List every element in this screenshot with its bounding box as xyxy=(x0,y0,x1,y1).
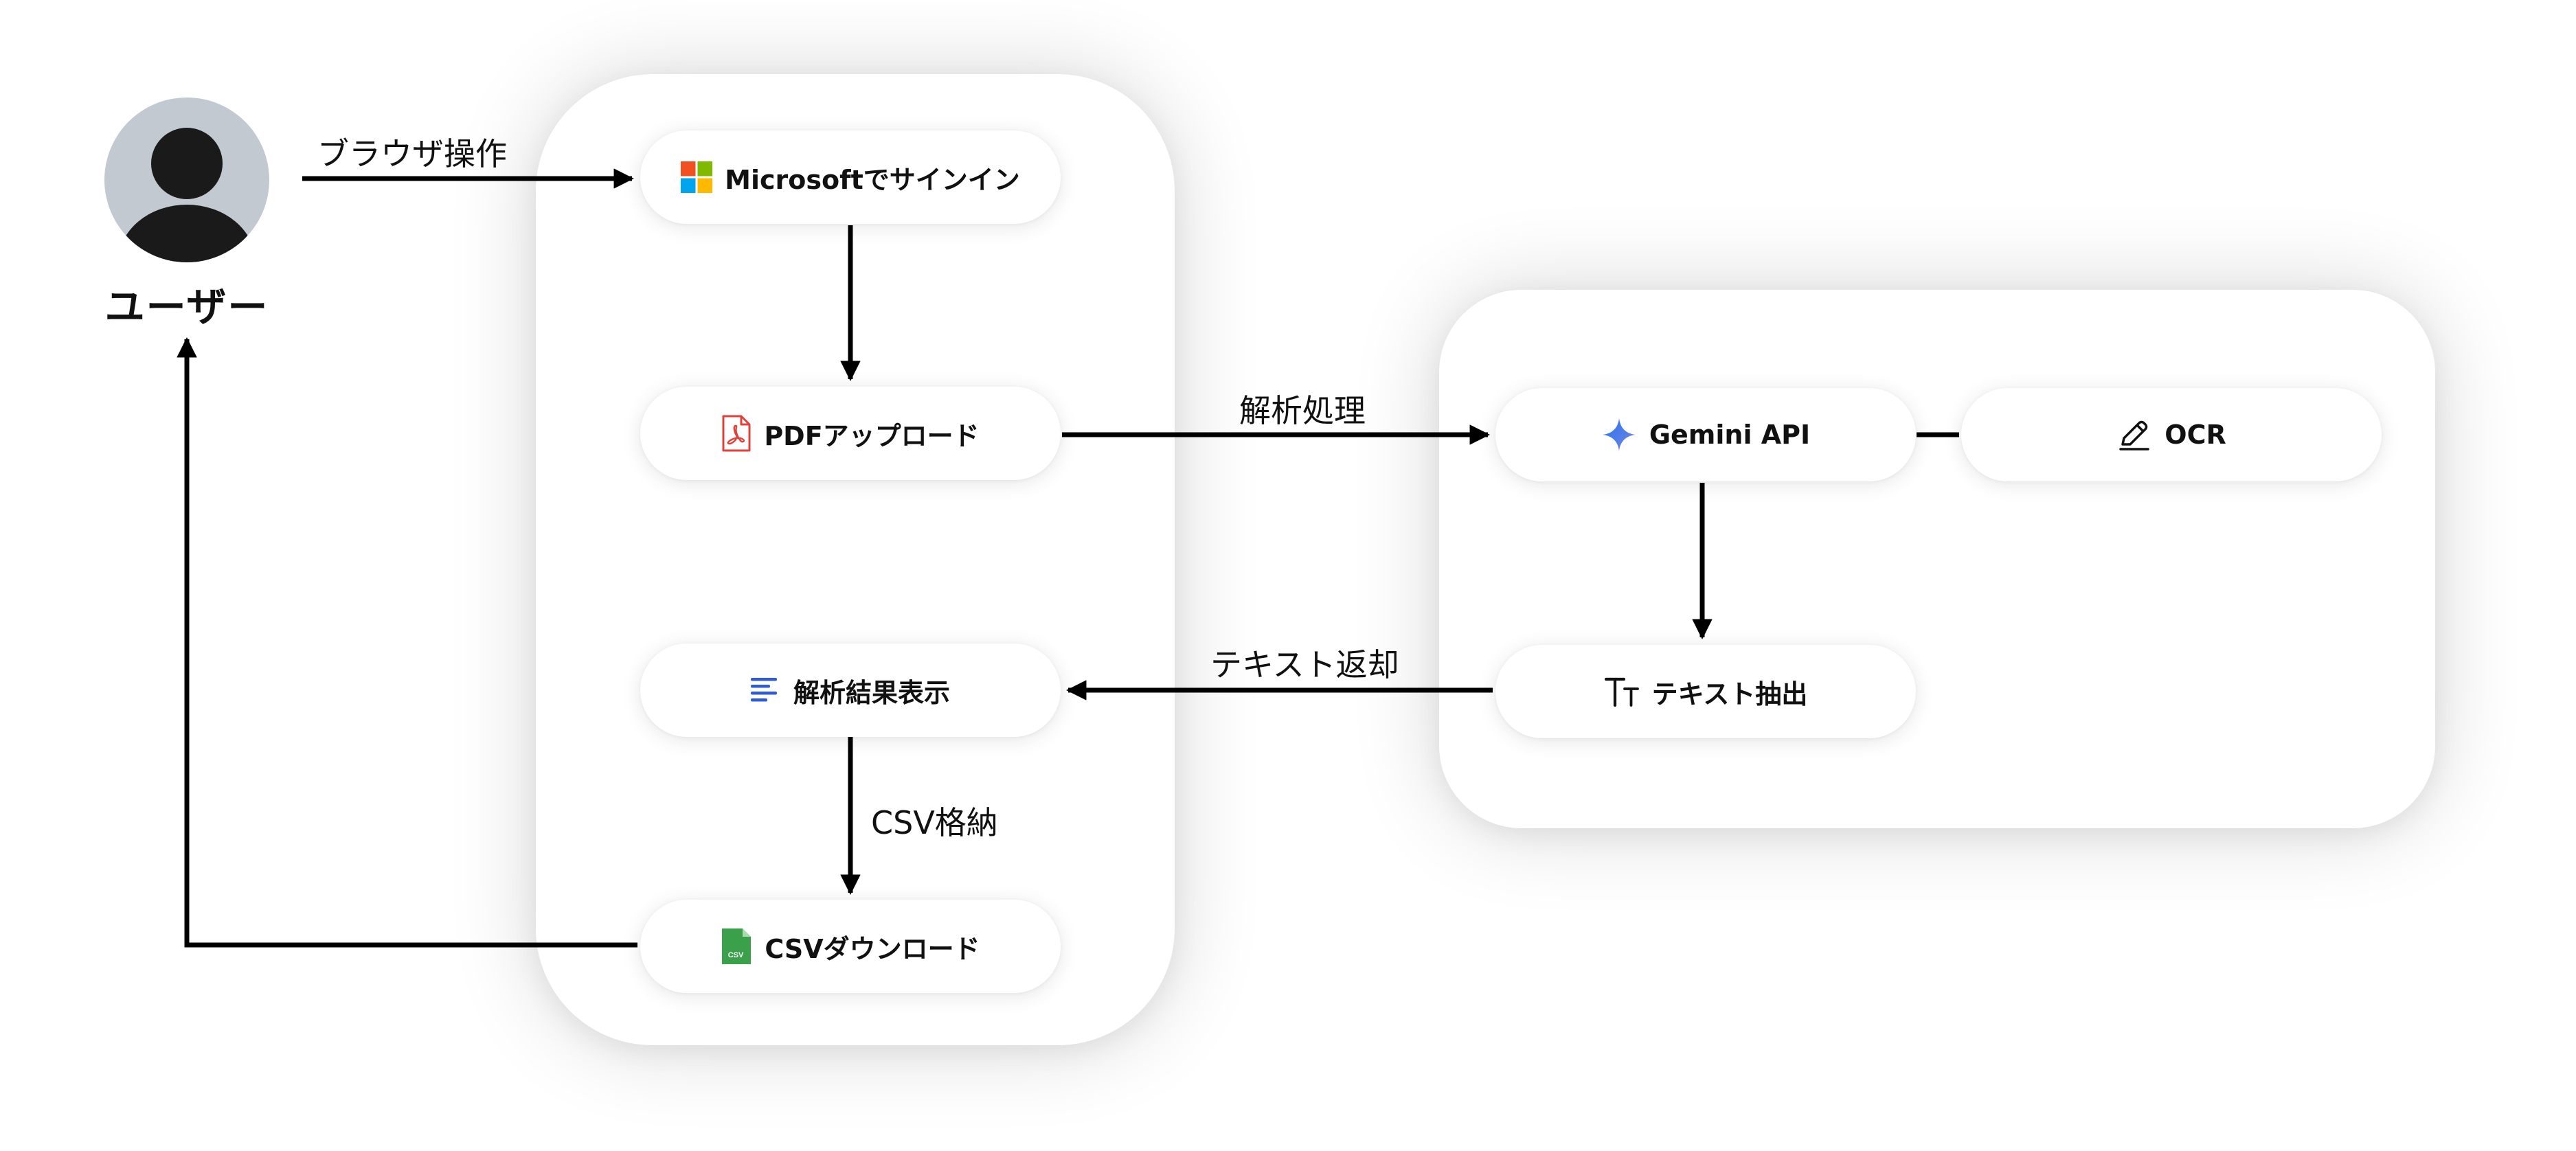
analysis-result-node-label: 解析結果表示 xyxy=(793,677,950,708)
gemini-sparkle-icon xyxy=(1602,418,1636,451)
signin-node[interactable]: Microsoftでサインイン xyxy=(640,130,1061,224)
ocr-node[interactable]: OCR xyxy=(1961,388,2382,481)
gemini-api-node[interactable]: Gemini API xyxy=(1495,388,1916,481)
svg-text:CSV: CSV xyxy=(728,951,744,959)
edge-download-to-user xyxy=(177,337,637,948)
text-size-icon xyxy=(1604,677,1639,707)
edge-label-analysis-processing: 解析処理 xyxy=(1239,392,1366,429)
user-label: ユーザー xyxy=(104,284,269,330)
csv-download-node[interactable]: CSV CSVダウンロード xyxy=(640,900,1061,993)
edge-label-browser-operation: ブラウザ操作 xyxy=(317,135,507,172)
pdf-upload-node[interactable]: PDFアップロード xyxy=(640,387,1061,480)
analysis-result-node[interactable]: 解析結果表示 xyxy=(640,643,1061,737)
ai-service-group xyxy=(1439,290,2435,828)
ocr-node-label: OCR xyxy=(2165,420,2226,450)
signin-node-label: Microsoftでサインイン xyxy=(725,164,1020,195)
gemini-api-node-label: Gemini API xyxy=(1649,420,1811,450)
text-lines-icon xyxy=(750,678,777,702)
text-extraction-node[interactable]: テキスト抽出 xyxy=(1495,645,1916,738)
pdf-file-icon xyxy=(722,415,751,452)
microsoft-logo-icon xyxy=(681,161,713,193)
user-avatar-icon xyxy=(104,98,269,262)
pdf-upload-node-label: PDFアップロード xyxy=(764,420,980,451)
user-actor: ユーザー xyxy=(104,98,269,332)
edge-label-text-return: テキスト返却 xyxy=(1210,646,1399,683)
pencil-icon xyxy=(2119,420,2150,451)
csv-download-node-label: CSVダウンロード xyxy=(765,933,980,964)
edge-label-csv-storage: CSV格納 xyxy=(871,804,998,841)
csv-file-icon: CSV xyxy=(722,928,752,964)
text-extraction-node-label: テキスト抽出 xyxy=(1651,679,1808,709)
